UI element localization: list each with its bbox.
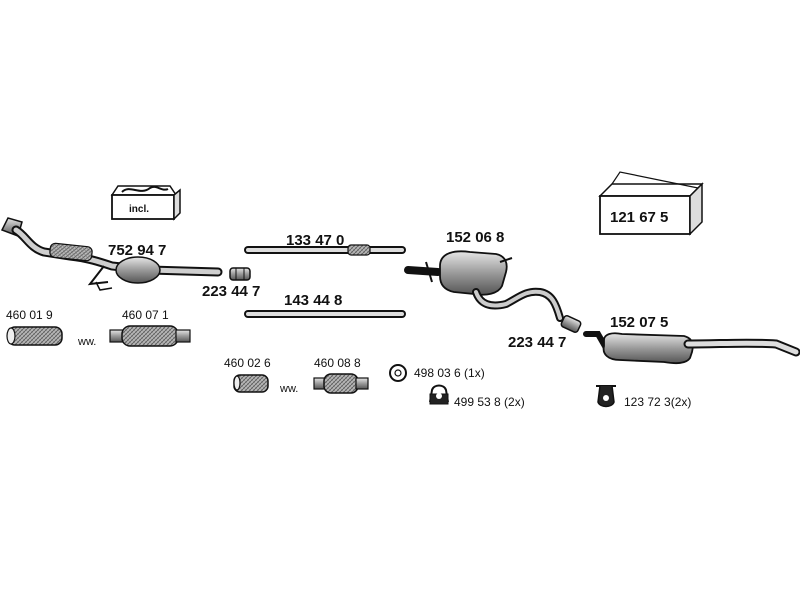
rear-silencer-label: 152 07 5 xyxy=(610,314,669,331)
flex-pipe-460-08-8 xyxy=(313,373,369,394)
middle-silencer xyxy=(404,250,564,322)
rubber-mount-label: 499 53 8 (2x) xyxy=(454,395,525,409)
connector-2-label: 223 44 7 xyxy=(508,334,567,351)
connector-clamp-1 xyxy=(229,267,251,281)
ww-note-2: ww. xyxy=(280,383,299,395)
rubber-mount-icon xyxy=(429,384,449,405)
connector-clamp-2 xyxy=(560,314,582,334)
flex-3-label: 460 02 6 xyxy=(224,356,271,370)
flex-pipe-460-01-9 xyxy=(6,326,63,346)
ring-mount-label: 498 03 6 (1x) xyxy=(414,366,485,380)
incl-box-icon xyxy=(110,185,181,221)
hanger-icon xyxy=(596,385,616,408)
flex-1-label: 460 01 9 xyxy=(6,308,53,322)
ww-note-1: ww. xyxy=(78,336,97,348)
mid-pipe-lower-label: 143 44 8 xyxy=(284,292,343,309)
mounting-kit-box-icon xyxy=(598,171,704,236)
connector-1-label: 223 44 7 xyxy=(202,283,261,300)
mid-silencer-label: 152 06 8 xyxy=(446,229,505,246)
flex-pipe-460-02-6 xyxy=(233,374,269,393)
incl-label: incl. xyxy=(129,204,150,215)
mid-pipe-upper xyxy=(244,244,406,256)
ring-mount-icon xyxy=(389,364,407,382)
front-pipe-catalyst xyxy=(0,217,223,291)
rear-silencer xyxy=(583,331,800,365)
mid-pipe-upper-label: 133 47 0 xyxy=(286,232,345,249)
flex-4-label: 460 08 8 xyxy=(314,356,361,370)
flex-pipe-460-07-1 xyxy=(109,325,191,347)
hanger-label: 123 72 3(2x) xyxy=(624,395,692,409)
flex-2-label: 460 07 1 xyxy=(122,308,169,322)
front-pipe-label: 752 94 7 xyxy=(108,242,167,259)
mounting-kit-label: 121 67 5 xyxy=(610,209,669,226)
